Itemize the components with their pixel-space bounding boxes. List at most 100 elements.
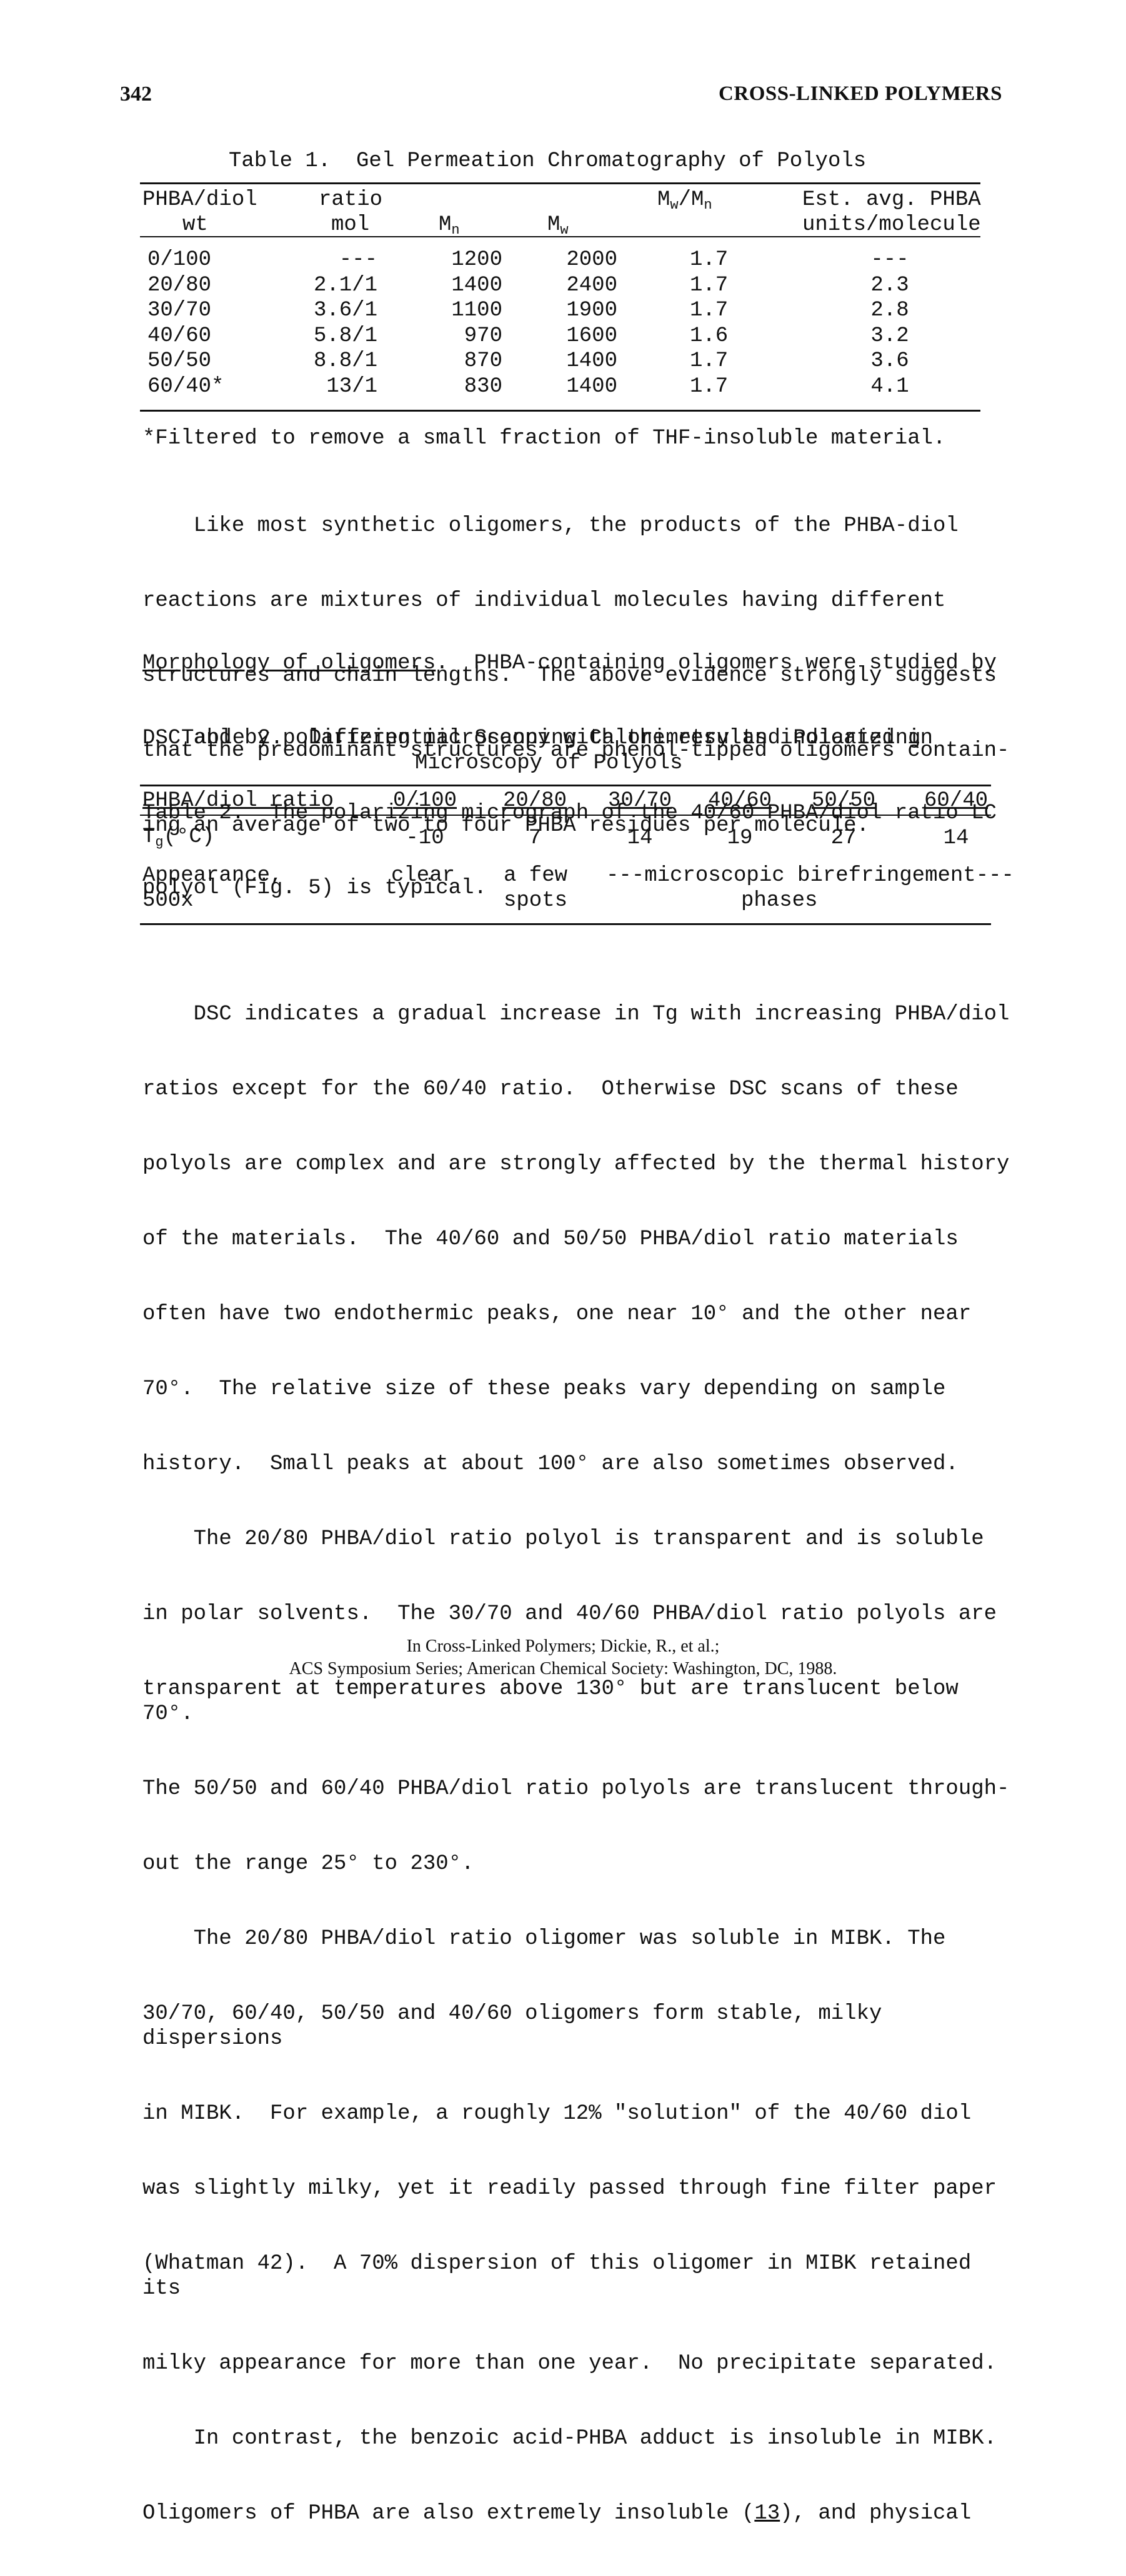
text-line: milky appearance for more than one year.…: [142, 2352, 997, 2375]
table1-cell: 40/60: [147, 324, 212, 348]
table1-cell: 0/100: [147, 248, 212, 272]
table1-cell: 1.7: [690, 248, 729, 272]
reference-number: 13: [754, 2502, 780, 2525]
table1-cell: 2.8: [870, 299, 909, 322]
table1-top-rule: [140, 182, 980, 184]
table2-column-header: 30/70: [607, 789, 672, 813]
table2-appearance-few-1: a few: [504, 864, 568, 888]
table2-appearance-label-1: Appearance,: [142, 864, 283, 888]
table1-cell: 8.8/1: [313, 349, 377, 373]
text-line: was slightly milky, yet it readily passe…: [142, 2177, 997, 2201]
table2-column-header: 50/50: [811, 789, 876, 813]
table2-column-header: 60/40: [924, 789, 989, 813]
table1-cell: 3.6/1: [313, 299, 377, 322]
text-line: out the range 25° to 230°.: [142, 1852, 474, 1876]
table2-caption-line2: Microscopy of Polyols: [415, 751, 683, 775]
table1-cell: 13/1: [326, 374, 377, 399]
table1-cell: 1400: [451, 273, 502, 297]
table1-cell: 1600: [566, 324, 617, 348]
table2-appearance-micro-1: ---microscopic birefringement---: [606, 864, 1014, 888]
table2-tg-value: -10: [406, 826, 444, 850]
table2-tg-value: 7: [528, 826, 542, 850]
table2-column-header: 0/100: [392, 789, 457, 813]
table2-appearance-label-2: 500x: [142, 889, 194, 913]
table1-cell: 2400: [566, 273, 617, 297]
table1-cell: 1900: [566, 299, 617, 322]
paragraph-2: Morphology of oligomers. PHBA-containing…: [142, 601, 1017, 951]
table2-appearance-micro-2: phases: [741, 889, 818, 913]
table2-header-rule: [140, 815, 991, 816]
table1-cell: 1.7: [690, 299, 729, 322]
text-line: 70°. The relative size of these peaks va…: [142, 1377, 946, 1401]
table1-header-rule: [140, 236, 980, 237]
table2-tg-value: 19: [727, 826, 753, 850]
text-line: often have two endothermic peaks, one ne…: [142, 1302, 972, 1326]
table1-caption: Table 1. Gel Permeation Chromatography o…: [229, 149, 867, 173]
text-line: (Whatman 42). A 70% dispersion of this o…: [142, 2252, 984, 2301]
table1-cell: 1400: [566, 374, 617, 399]
table1-header-mn: Mn: [439, 213, 460, 238]
text-line: Like most synthetic oligomers, the produ…: [142, 514, 959, 538]
table2-top-rule: [140, 785, 991, 786]
document-page: 342 CROSS-LINKED POLYMERS Table 1. Gel P…: [120, 82, 1017, 2525]
table1-cell: 30/70: [147, 299, 212, 322]
text-line: DSC and by polarizing microscopy with th…: [142, 726, 934, 750]
text-line: Morphology of oligomers. PHBA-containing…: [142, 651, 997, 675]
table1-cell: 2.1/1: [313, 273, 377, 297]
text-line: ing an average of two to four PHBA resid…: [142, 814, 869, 838]
text-line: in polar solvents. The 30/70 and 40/60 P…: [142, 1602, 997, 1626]
table1-cell: 970: [464, 324, 502, 348]
text-line: polyol (Fig. 5) is typical.: [142, 876, 487, 900]
table1-cell: 50/50: [147, 349, 212, 373]
footer-line-2: ACS Symposium Series; American Chemical …: [289, 1659, 837, 1678]
paragraph-3: DSC indicates a gradual increase in Tg w…: [142, 952, 1017, 2576]
table1-cell: 870: [464, 349, 502, 373]
text-line: that the predominant structures are phen…: [142, 739, 1010, 763]
table2-column-header: 40/60: [707, 789, 772, 813]
text-line: The 50/50 and 60/40 PHBA/diol ratio poly…: [142, 1777, 1010, 1801]
text-line: 30/70, 60/40, 50/50 and 40/60 oligomers …: [142, 2002, 895, 2051]
text-line: The 20/80 PHBA/diol ratio oligomer was s…: [142, 1927, 946, 1951]
table2-appearance-few-2: spots: [504, 889, 568, 913]
table1-header-col2-bottom: mol: [331, 213, 370, 237]
table1-cell: 3.6: [870, 349, 909, 373]
table1-cell: 2.3: [870, 273, 909, 297]
table2-header-label: PHBA/diol ratio: [142, 789, 334, 813]
table1-cell: 4.1: [870, 374, 909, 399]
table1-cell: 1.7: [690, 273, 729, 297]
running-title: CROSS-LINKED POLYMERS: [719, 82, 1002, 105]
text-line: Table 2. The polarizing micrograph of th…: [142, 801, 997, 825]
table1-cell: 1.7: [690, 374, 729, 399]
table1-header-col6-bottom: units/molecule: [802, 213, 981, 237]
footer-line-1: In Cross-Linked Polymers; Dickie, R., et…: [406, 1637, 720, 1656]
table1-header-mw-mn: Mw/Mn: [657, 188, 712, 213]
table1-header-col6-top: Est. avg. PHBA: [802, 188, 981, 212]
table1-cell: 2000: [566, 248, 617, 272]
text-line: history. Small peaks at about 100° are a…: [142, 1452, 959, 1476]
table2-bottom-rule: [140, 923, 991, 925]
table1-cell: 1200: [451, 248, 502, 272]
text-line: The 20/80 PHBA/diol ratio polyol is tran…: [142, 1527, 984, 1551]
text-line: DSC indicates a gradual increase in Tg w…: [142, 1003, 1010, 1026]
page-number: 342: [120, 82, 152, 106]
table1-header-col2-top: ratio: [319, 188, 383, 212]
paragraph-1: Like most synthetic oligomers, the produ…: [142, 463, 1017, 888]
table1-header-col1-bottom: wt: [182, 213, 208, 237]
table2-appearance-clear: clear: [391, 864, 456, 888]
table2-tg-label: Tg(°C): [142, 825, 215, 850]
text-line: transparent at temperatures above 130° b…: [142, 1677, 972, 1726]
text-line: In contrast, the benzoic acid-PHBA adduc…: [142, 2427, 997, 2450]
text-line: reactions are mixtures of individual mol…: [142, 589, 946, 613]
table1-cell: 1400: [566, 349, 617, 373]
section-heading: Morphology of oligomers: [142, 651, 436, 675]
table1-cell: 5.8/1: [313, 324, 377, 348]
table2-caption-line1: Table 2. Differential Scanning Calorimet…: [181, 726, 921, 750]
text-line: polyols are complex and are strongly aff…: [142, 1152, 1010, 1176]
table1-cell: 1.6: [690, 324, 729, 348]
table1-cell: 60/40*: [147, 374, 224, 399]
table1-cell: 830: [464, 374, 502, 399]
text-line: structures and chain lengths. The above …: [142, 664, 997, 688]
table1-bottom-rule: [140, 410, 980, 412]
table1-header-mw: Mw: [547, 213, 569, 238]
table1-cell: ---: [870, 248, 909, 272]
